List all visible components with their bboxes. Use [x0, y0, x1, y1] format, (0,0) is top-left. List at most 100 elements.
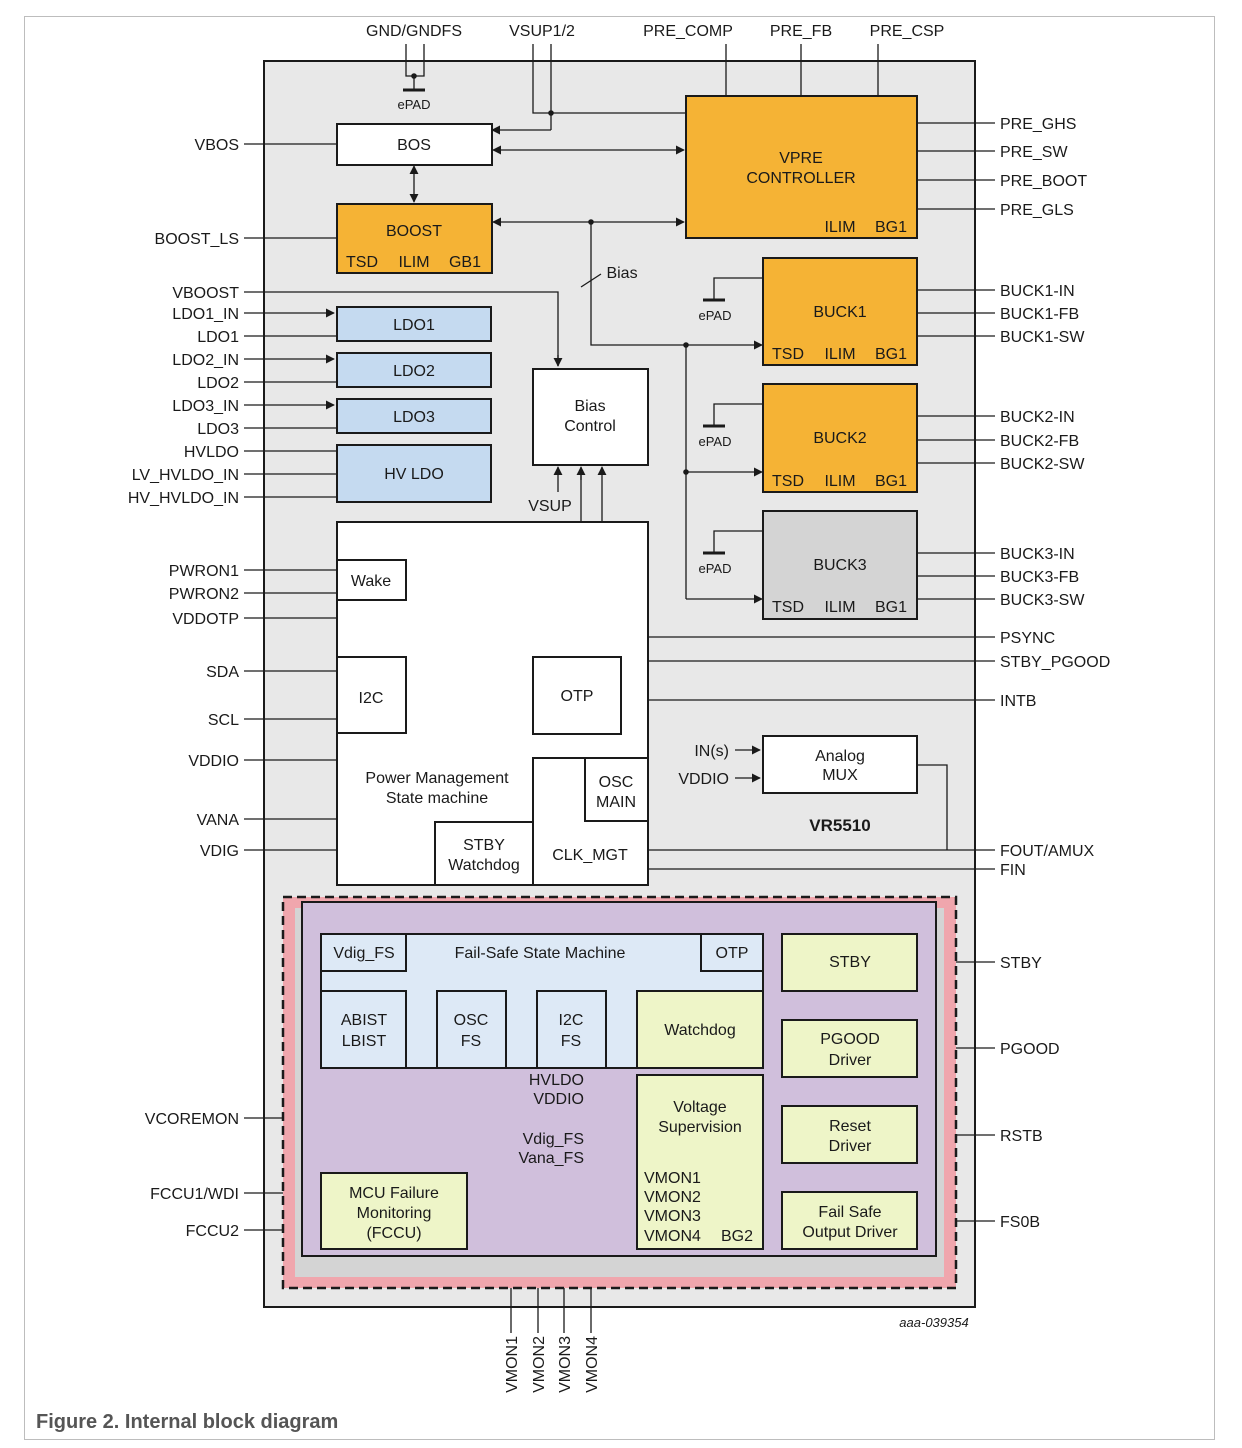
left-pin-label: VCOREMON — [145, 1111, 239, 1128]
left-pin-label: HVLDO — [184, 444, 239, 461]
figure-frame — [24, 16, 1215, 1440]
left-pin-label: LDO3 — [197, 421, 239, 438]
abist-block — [320, 990, 407, 1069]
i2c-fs-2: FS — [561, 1033, 581, 1050]
mcu-2: Monitoring — [357, 1205, 432, 1222]
abist-2: LBIST — [342, 1033, 387, 1050]
vpre-title-2: CONTROLLER — [746, 170, 855, 187]
right-pin-label: BUCK1-SW — [1000, 329, 1085, 346]
right-pin-label: FOUT/AMUX — [1000, 843, 1095, 860]
left-pin-label: VANA — [197, 812, 240, 829]
left-pin-label: LDO2_IN — [172, 352, 239, 369]
pgood-2: Driver — [829, 1052, 872, 1069]
otp-fs-label: OTP — [716, 945, 749, 962]
buck1-tsd: TSD — [772, 346, 804, 363]
epad-label-top: ePAD — [398, 97, 431, 112]
amux-in2: VDDIO — [678, 771, 729, 788]
buck3-block — [762, 510, 918, 620]
watchdog-label: Watchdog — [664, 1022, 735, 1039]
boost-gb1: GB1 — [449, 254, 481, 271]
voltage-supervision-block — [636, 1074, 764, 1250]
vs-in-hvldo: HVLDO — [529, 1072, 584, 1089]
wires — [244, 44, 995, 1333]
right-pin-label: PRE_GHS — [1000, 116, 1076, 133]
buck1-title: BUCK1 — [813, 304, 866, 321]
vpre-controller-block — [685, 95, 918, 239]
boost-ilim: ILIM — [398, 254, 429, 271]
buck2-block — [762, 383, 918, 493]
left-pin-label: VDDOTP — [172, 611, 239, 628]
right-pin-label: PRE_SW — [1000, 144, 1068, 161]
osc-main-2: MAIN — [596, 794, 636, 811]
left-pin-labels: VBOSBOOST_LSVBOOSTLDO1_INLDO1LDO2_INLDO2… — [128, 137, 239, 1240]
pin-pre-fb: PRE_FB — [770, 23, 832, 40]
vpre-bg1: BG1 — [875, 219, 907, 236]
i2c-label: I2C — [359, 690, 384, 707]
vsup-label: VSUP — [528, 498, 572, 515]
buck1-ilim: ILIM — [824, 346, 855, 363]
wake-block — [336, 559, 407, 601]
bos-block — [336, 123, 493, 166]
left-pin-label: LDO2 — [197, 375, 239, 392]
amux-2: MUX — [822, 767, 858, 784]
left-pin-label: LV_HVLDO_IN — [132, 467, 239, 484]
failsafe-dashed-border — [281, 895, 958, 1290]
vs-1: Voltage — [673, 1099, 726, 1116]
ldo1-block — [336, 306, 492, 342]
bg2-label: BG2 — [721, 1228, 753, 1245]
right-pin-label: BUCK3-SW — [1000, 592, 1085, 609]
ldo3-label: LDO3 — [393, 409, 435, 426]
osc-main-block — [584, 757, 649, 822]
bias-control-block — [532, 368, 649, 466]
left-pin-label: VBOOST — [172, 285, 239, 302]
right-pin-label: BUCK1-IN — [1000, 283, 1075, 300]
reset-driver-block — [781, 1105, 918, 1164]
pin-vsup: VSUP1/2 — [509, 23, 575, 40]
ldo1-label: LDO1 — [393, 317, 435, 334]
right-pin-label: BUCK1-FB — [1000, 306, 1079, 323]
left-pin-label: VDDIO — [188, 753, 239, 770]
mcu-1: MCU Failure — [349, 1185, 439, 1202]
left-pin-label: PWRON1 — [169, 563, 239, 580]
right-pin-labels: PRE_GHSPRE_SWPRE_BOOTPRE_GLSBUCK1-INBUCK… — [1000, 116, 1110, 1231]
right-pin-label: BUCK2-FB — [1000, 433, 1079, 450]
right-pin-label: STBY_PGOOD — [1000, 654, 1110, 671]
buck3-title: BUCK3 — [813, 557, 866, 574]
clk-mgt-label: CLK_MGT — [552, 847, 628, 864]
fs-title: Fail-Safe State Machine — [455, 945, 626, 962]
right-pin-label: BUCK2-SW — [1000, 456, 1085, 473]
epad-label-buck1: ePAD — [699, 308, 732, 323]
hvldo-label: HV LDO — [384, 466, 444, 483]
right-pin-label: PRE_BOOT — [1000, 173, 1087, 190]
right-pin-label: BUCK2-IN — [1000, 409, 1075, 426]
otp-label: OTP — [561, 688, 594, 705]
buck1-bg1: BG1 — [875, 346, 907, 363]
vpre-title-1: VPRE — [779, 150, 823, 167]
right-pin-label: FS0B — [1000, 1214, 1040, 1231]
boost-tsd: TSD — [346, 254, 378, 271]
buck3-bg1: BG1 — [875, 599, 907, 616]
right-pin-label: RSTB — [1000, 1128, 1043, 1145]
right-pin-label: BUCK3-IN — [1000, 546, 1075, 563]
wake-label: Wake — [351, 573, 391, 590]
left-pin-label: LDO1_IN — [172, 306, 239, 323]
vmon3-label: VMON3 — [644, 1208, 701, 1225]
bottom-pin-label: VMON1 — [504, 1336, 521, 1393]
hvldo-block — [336, 444, 492, 503]
analog-mux-block — [762, 735, 918, 794]
otp-fs-block — [700, 933, 764, 972]
epad-label-buck3: ePAD — [699, 561, 732, 576]
amux-in1: IN(s) — [694, 743, 729, 760]
left-pin-label: LDO3_IN — [172, 398, 239, 415]
i2c-block — [336, 656, 407, 734]
boost-title: BOOST — [386, 223, 442, 240]
otp-block — [532, 656, 622, 735]
mcu-3: (FCCU) — [366, 1225, 421, 1242]
buck3-tsd: TSD — [772, 599, 804, 616]
stby-label: STBY — [829, 954, 871, 971]
mcu-failure-block — [320, 1172, 468, 1250]
right-pin-label: PSYNC — [1000, 630, 1055, 647]
osc-fs-block — [436, 990, 507, 1069]
osc-fs-2: FS — [461, 1033, 481, 1050]
vpre-ilim: ILIM — [824, 219, 855, 236]
